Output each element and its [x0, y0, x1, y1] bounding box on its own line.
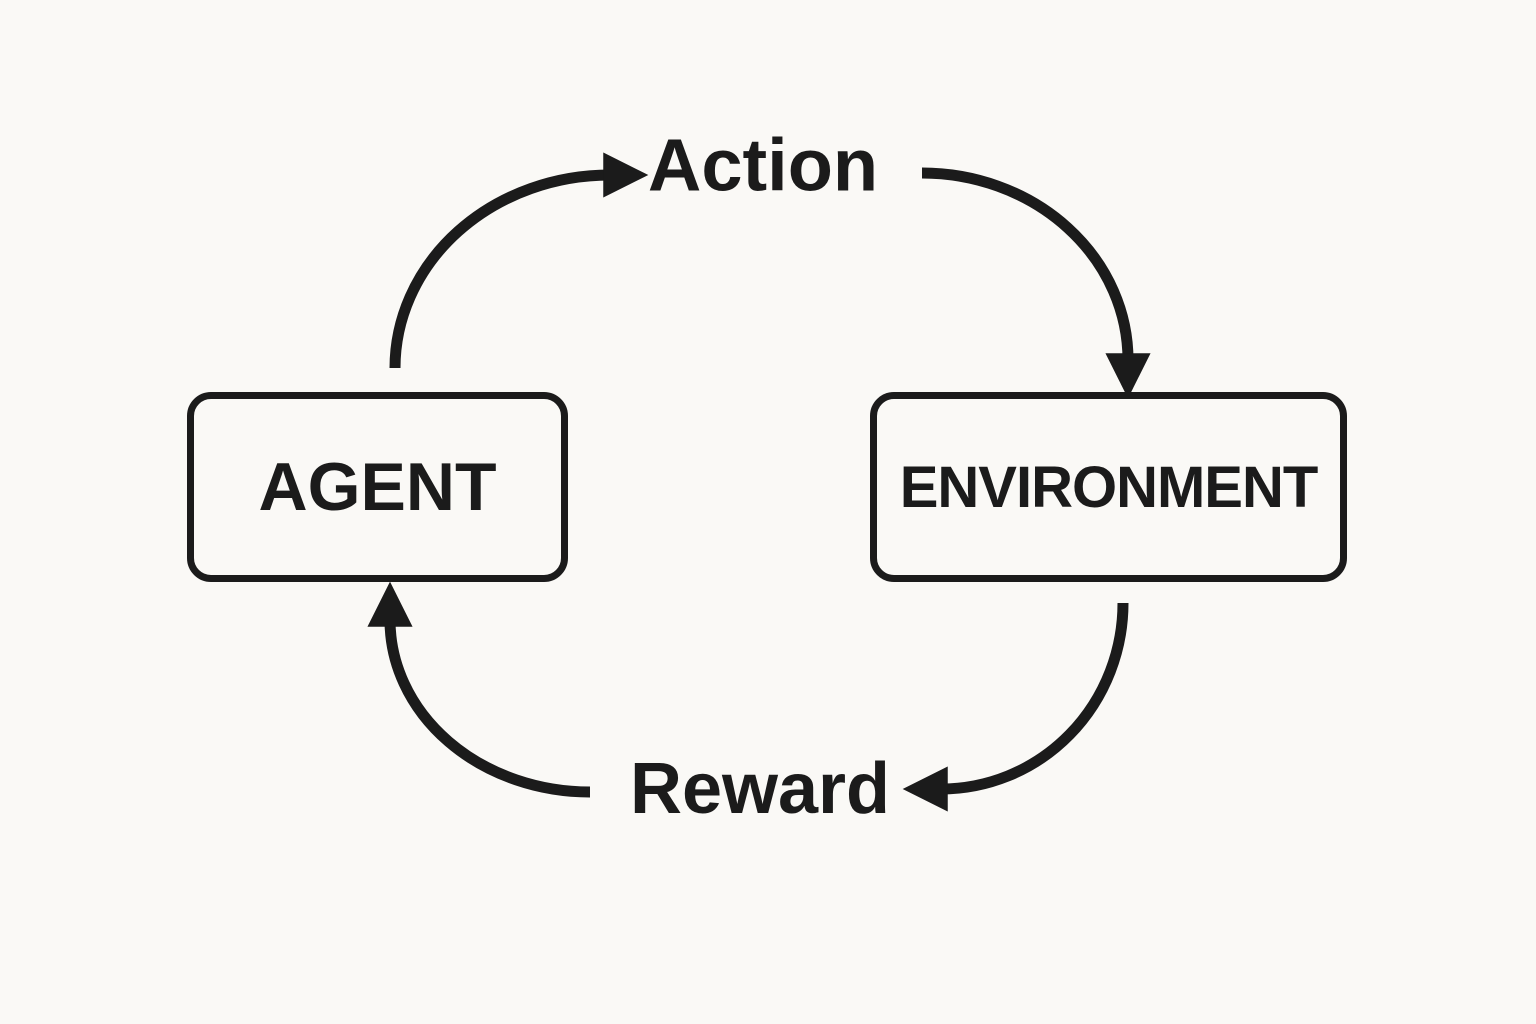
environment-node-label: ENVIRONMENT — [899, 454, 1319, 520]
reward-edge-label: Reward — [629, 749, 891, 829]
arrow-action-to-environment — [921, 167, 1151, 399]
arrow-agent-to-action — [389, 152, 649, 369]
agent-node-label: AGENT — [258, 449, 497, 525]
arrow-environment-to-reward — [902, 602, 1129, 812]
environment-node-box: ENVIRONMENT — [870, 392, 1347, 582]
agent-node-box: AGENT — [187, 392, 568, 582]
action-edge-label: Action — [647, 123, 879, 207]
arrow-reward-to-agent — [367, 581, 591, 798]
